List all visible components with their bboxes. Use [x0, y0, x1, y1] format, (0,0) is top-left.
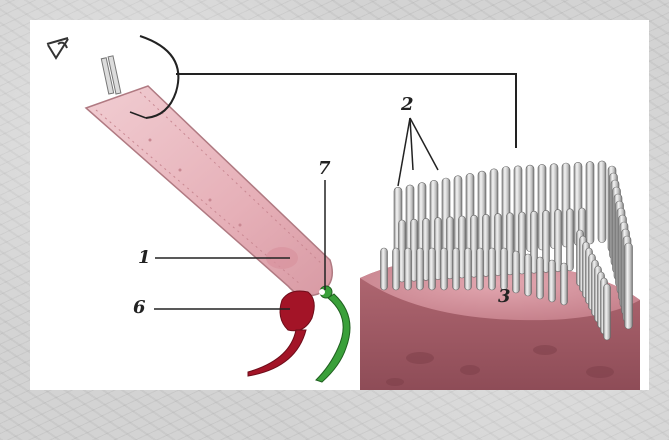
label-7: 7	[318, 158, 331, 179]
stereocilium	[482, 214, 490, 277]
stereocilium	[524, 253, 532, 297]
eye-icon	[46, 37, 69, 60]
stereocilium	[440, 247, 448, 291]
stereocilium	[597, 160, 607, 243]
stereocilium	[542, 210, 550, 273]
stereocilium	[458, 215, 466, 279]
stereocilium	[536, 256, 544, 300]
nerve-ending-green	[315, 285, 351, 383]
stereocilium	[416, 247, 424, 291]
stereocilium	[476, 247, 484, 291]
stereocilium	[603, 283, 611, 341]
stereocilium	[452, 247, 460, 291]
hair-cell-body	[84, 85, 333, 297]
label-1: 1	[138, 247, 151, 268]
stereocilium	[446, 216, 454, 280]
stereocilium	[518, 211, 526, 275]
stereocilium	[560, 262, 568, 306]
stereocilium	[494, 213, 502, 276]
stereocilium	[548, 259, 556, 303]
stereocilium	[488, 247, 496, 291]
stereocilium	[585, 161, 595, 245]
cell-stereocilia	[100, 55, 122, 95]
label-2: 2	[400, 94, 414, 115]
magnifier-arc	[139, 35, 180, 119]
label-6: 6	[133, 297, 146, 318]
nerve-ending-red	[247, 290, 315, 377]
stereocilium	[512, 250, 520, 294]
stereocilium	[530, 210, 538, 274]
stereocilium	[506, 212, 514, 276]
stereocilium	[464, 247, 472, 291]
cuticular-plate-base	[360, 258, 640, 390]
stereocilia-bundle	[380, 160, 633, 341]
stereocilium	[554, 209, 562, 272]
stereocilium	[624, 242, 633, 330]
stereocilium	[500, 247, 508, 291]
stereocilium	[392, 247, 400, 291]
stereocilium	[428, 247, 436, 291]
label-leaders	[154, 117, 439, 310]
connector-line	[176, 73, 517, 148]
stereocilium	[380, 247, 388, 291]
label-3: 3	[498, 286, 511, 307]
stereocilium	[566, 208, 574, 272]
stereocilium	[404, 247, 412, 291]
magnifier-pointer	[129, 111, 147, 119]
stereocilium	[470, 214, 478, 278]
